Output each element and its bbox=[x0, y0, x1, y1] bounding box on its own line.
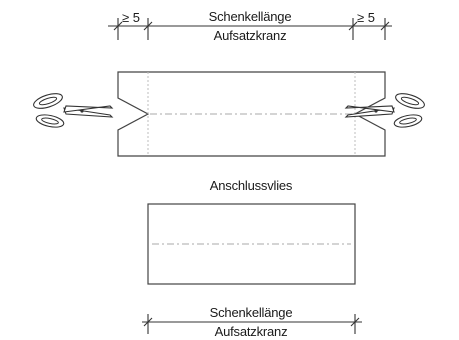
top-slash-3 bbox=[348, 21, 358, 31]
top-slash-1 bbox=[113, 21, 123, 31]
top-dimension-label-line2: Aufsatzkranz bbox=[214, 28, 287, 43]
bottom-slash-2 bbox=[350, 317, 360, 327]
anschlussvlies-label: Anschlussvlies bbox=[210, 178, 293, 193]
scissors-icon bbox=[344, 93, 425, 128]
right-min-label: ≥ 5 bbox=[357, 10, 375, 25]
upper-strip bbox=[117, 71, 386, 157]
top-slash-2 bbox=[143, 21, 153, 31]
scissors-icon bbox=[33, 93, 114, 128]
bottom-slash-1 bbox=[143, 317, 153, 327]
top-dimension-label-line1: Schenkellänge bbox=[209, 9, 292, 24]
bottom-dimension-label-line1: Schenkellänge bbox=[210, 305, 293, 320]
top-slash-4 bbox=[380, 21, 390, 31]
left-min-label: ≥ 5 bbox=[122, 10, 140, 25]
bottom-dimension: Schenkellänge Aufsatzkranz bbox=[142, 305, 362, 339]
bottom-dimension-label-line2: Aufsatzkranz bbox=[215, 324, 288, 339]
top-dimension: ≥ 5 ≥ 5 Schenkellänge Aufsatzkranz bbox=[108, 9, 392, 43]
lower-strip bbox=[147, 203, 356, 285]
